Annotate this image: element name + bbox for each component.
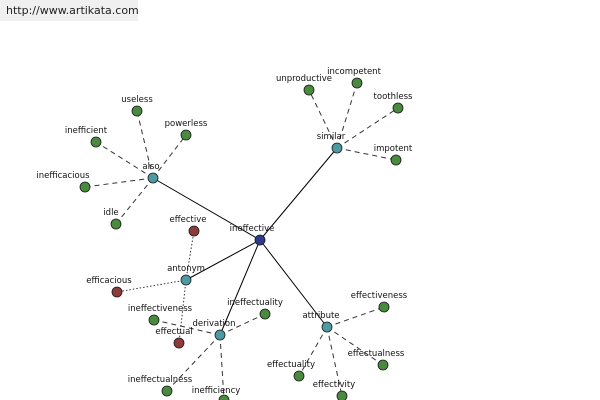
leaf-ineffectiveness-node[interactable] <box>148 314 160 326</box>
leaf-unproductive-label: unproductive <box>276 74 332 84</box>
leaf-ineffectuality-label: ineffectuality <box>227 298 283 308</box>
edge-similar-impotent <box>336 147 397 161</box>
leaf-inefficient-node[interactable] <box>90 136 102 148</box>
edge-antonym-efficacious <box>116 279 187 293</box>
leaf-effectiveness-label: effectiveness <box>351 291 408 301</box>
edge-also-idle <box>115 177 154 225</box>
relation-attribute-label: attribute <box>302 311 339 321</box>
leaf-useless-label: useless <box>121 95 153 105</box>
leaf-idle-node[interactable] <box>110 218 122 230</box>
leaf-impotent-label: impotent <box>374 144 413 154</box>
leaf-effectual-node[interactable] <box>173 337 185 349</box>
leaf-effectual-label: effectual <box>155 327 192 337</box>
edge-also-inefficacious <box>84 177 154 188</box>
nodes <box>79 77 404 400</box>
relation-antonym-node[interactable] <box>180 274 192 286</box>
leaf-impotent-node[interactable] <box>390 154 402 166</box>
leaf-effectualness-label: effectualness <box>348 349 405 359</box>
relation-derivation-node[interactable] <box>214 329 226 341</box>
edges <box>84 82 399 400</box>
leaf-effective-node[interactable] <box>188 225 200 237</box>
leaf-efficacious-node[interactable] <box>111 286 123 298</box>
leaf-inefficient-label: inefficient <box>65 126 108 136</box>
edge-similar-unproductive <box>308 89 338 149</box>
leaf-ineffectiveness-label: ineffectiveness <box>128 304 193 314</box>
edge-center-derivation <box>219 239 261 336</box>
leaf-effectivity-label: effectivity <box>313 380 355 390</box>
edge-attribute-effectiveness <box>326 306 385 328</box>
edge-also-useless <box>136 110 154 179</box>
center-ineffective-node[interactable] <box>254 234 266 246</box>
relation-also-node[interactable] <box>147 172 159 184</box>
edge-attribute-effectuality <box>298 326 328 377</box>
edge-center-antonym <box>185 239 261 281</box>
leaf-effectualness-node[interactable] <box>377 359 389 371</box>
center-ineffective-label: ineffective <box>230 224 275 234</box>
leaf-incompetent-label: incompetent <box>327 67 381 77</box>
url-label: http://www.artikata.com <box>0 0 138 21</box>
edge-center-similar <box>259 147 338 241</box>
relation-attribute-node[interactable] <box>321 321 333 333</box>
edge-derivation-ineffectualness <box>166 334 221 392</box>
leaf-idle-label: idle <box>103 208 118 218</box>
leaf-toothless-label: toothless <box>374 92 413 102</box>
leaf-incompetent-node[interactable] <box>351 77 363 89</box>
edge-center-also <box>152 177 261 241</box>
edge-attribute-effectivity <box>326 326 343 397</box>
leaf-inefficacious-node[interactable] <box>79 181 91 193</box>
labels: useless powerless inefficient inefficacious… <box>36 67 413 396</box>
edge-antonym-effectual <box>178 279 187 344</box>
edge-derivation-inefficiency <box>219 334 225 400</box>
leaf-inefficiency-node[interactable] <box>218 394 230 400</box>
leaf-powerless-label: powerless <box>165 119 208 129</box>
edge-also-inefficient <box>95 141 154 179</box>
leaf-efficacious-label: efficacious <box>86 276 132 286</box>
edge-center-attribute <box>259 239 328 328</box>
leaf-effectiveness-node[interactable] <box>378 301 390 313</box>
leaf-powerless-node[interactable] <box>180 129 192 141</box>
leaf-useless-node[interactable] <box>131 105 143 117</box>
relation-similar-node[interactable] <box>331 142 343 154</box>
edge-similar-incompetent <box>336 82 358 149</box>
leaf-ineffectuality-node[interactable] <box>259 308 271 320</box>
leaf-ineffectualness-node[interactable] <box>161 385 173 397</box>
relation-derivation-label: derivation <box>192 319 235 329</box>
leaf-effective-label: effective <box>170 215 207 225</box>
leaf-effectuality-label: effectuality <box>267 360 315 370</box>
leaf-unproductive-node[interactable] <box>303 84 315 96</box>
edge-also-powerless <box>152 134 187 179</box>
relation-antonym-label: antonym <box>167 264 205 274</box>
leaf-toothless-node[interactable] <box>392 102 404 114</box>
leaf-inefficiency-label: inefficiency <box>192 386 241 396</box>
edge-attribute-effectualness <box>326 326 384 366</box>
edge-similar-toothless <box>336 107 399 149</box>
leaf-ineffectualness-label: ineffectualness <box>128 375 193 385</box>
edge-antonym-effective <box>185 230 195 281</box>
edge-derivation-ineffectiveness <box>153 319 221 336</box>
relation-similar-label: similar <box>317 132 346 142</box>
leaf-effectuality-node[interactable] <box>293 370 305 382</box>
relation-also-label: also <box>142 162 159 172</box>
leaf-effectivity-node[interactable] <box>336 390 348 400</box>
leaf-inefficacious-label: inefficacious <box>36 171 90 181</box>
